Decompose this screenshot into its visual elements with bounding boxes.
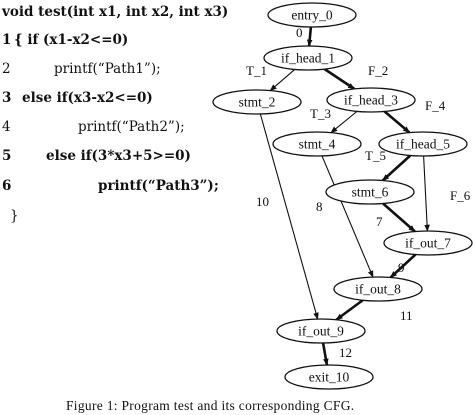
cfg-edge-label: 11 [400, 308, 413, 323]
cfg-node-label: exit_10 [309, 370, 350, 385]
cfg-node-label: if_head_5 [396, 137, 450, 152]
cfg-node-label: if_head_1 [281, 51, 335, 66]
cfg-node-stmt_6: stmt_6 [325, 179, 415, 205]
cfg-node-stmt_4: stmt_4 [272, 131, 362, 157]
cfg-node-label: if_out_8 [355, 282, 401, 297]
cfg-node-ellipse [212, 89, 302, 115]
cfg-node-label: entry_0 [291, 8, 332, 23]
cfg-edge-label: T_3 [310, 106, 331, 121]
cfg-edge-label: F_4 [425, 98, 446, 113]
cfg-edge-label: 7 [376, 214, 383, 229]
cfg-node-exit_10: exit_10 [284, 364, 374, 390]
code-line-number: 6 [2, 178, 11, 194]
cfg-node-if_out_8: if_out_8 [333, 276, 423, 302]
cfg-node-ellipse [325, 179, 415, 205]
cfg-node-entry_0: entry_0 [267, 2, 357, 28]
code-line-number: 5 [2, 148, 11, 164]
cfg-edges [259, 26, 430, 366]
cfg-edge-if_out_8-if_out_9 [335, 299, 364, 321]
cfg-node-ellipse [378, 131, 468, 157]
cfg-edge-if_head_5-stmt_6 [381, 154, 412, 182]
cfg-node-label: if_head_3 [344, 93, 398, 108]
code-line-number: 2 [2, 61, 11, 77]
cfg-edge-entry_0-if_head_1 [306, 26, 313, 47]
cfg-edge-label: F_6 [450, 188, 471, 203]
cfg-edge-stmt_2-if_out_9 [259, 113, 319, 320]
cfg-nodes: entry_0 if_head_1 stmt_2 if_head_3 stmt_4 if_… [212, 2, 473, 390]
cfg-node-if_out_7: if_out_7 [383, 230, 473, 256]
cfg-edge-stmt_6-if_out_7 [382, 202, 416, 233]
figure-caption: Figure 1: Program test and its correspon… [66, 398, 354, 413]
cfg-node-ellipse [333, 276, 423, 302]
cfg-edge-label: F_2 [368, 63, 388, 78]
code-closing-brace: } [10, 208, 19, 224]
cfg-node-ellipse [276, 318, 366, 344]
cfg-edge-labels: 0T_1 F_2T_3 F_4T_5F_6 7 9 8 11 10 12 [246, 25, 471, 360]
cfg-node-label: stmt_6 [352, 185, 389, 200]
cfg-edge-if_out_7-if_out_8 [389, 253, 417, 279]
cfg-node-if_head_1: if_head_1 [263, 45, 353, 71]
cfg-edge-label: 9 [398, 260, 405, 275]
code-line-text: else if(x3-x2<=0) [22, 90, 153, 106]
cfg-edge-label: 8 [316, 199, 323, 214]
source-code: void test(int x1, int x2, int x3) 1 { if… [1, 4, 228, 224]
cfg-node-if_head_3: if_head_3 [326, 87, 416, 113]
cfg-edge-label: 12 [339, 345, 352, 360]
cfg-node-stmt_2: stmt_2 [212, 89, 302, 115]
code-line-text: printf(“Path2”); [78, 119, 185, 135]
cfg-edge-if_head_1-stmt_2 [269, 69, 296, 92]
cfg-edge-label: T_1 [246, 63, 267, 78]
cfg-node-if_out_9: if_out_9 [276, 318, 366, 344]
cfg-node-ellipse [284, 364, 374, 390]
cfg-edge-if_head_3-if_head_5 [383, 110, 411, 134]
cfg-node-ellipse [263, 45, 353, 71]
cfg-node-ellipse [272, 131, 362, 157]
code-line-text: { if (x1-x2<=0) [14, 32, 128, 48]
cfg-node-label: if_out_7 [405, 236, 451, 251]
code-line-text: else if(3*x3+5>=0) [46, 148, 191, 164]
cfg-edge-if_head_3-stmt_4 [330, 110, 358, 134]
cfg-edge-label: 0 [296, 25, 303, 40]
cfg-node-if_head_5: if_head_5 [378, 131, 468, 157]
cfg-node-label: stmt_2 [239, 95, 276, 110]
code-line-text: printf(“Path1”); [54, 61, 161, 77]
cfg-edge-if_head_1-if_head_3 [323, 68, 356, 90]
code-line-number: 1 [2, 32, 11, 48]
cfg-edge-label: T_5 [365, 148, 386, 163]
cfg-node-label: if_out_9 [298, 324, 344, 339]
cfg-edge-if_head_5-if_out_7 [423, 155, 430, 232]
cfg-node-ellipse [383, 230, 473, 256]
cfg-edge-if_out_9-exit_10 [321, 342, 329, 366]
cfg-node-ellipse [326, 87, 416, 113]
code-line-text: printf(“Path3”); [98, 178, 219, 194]
code-signature: void test(int x1, int x2, int x3) [1, 4, 228, 20]
cfg-node-label: stmt_4 [299, 137, 336, 152]
cfg-edge-stmt_4-if_out_8 [321, 155, 374, 278]
cfg-node-ellipse [267, 2, 357, 28]
cfg-edge-label: 10 [256, 194, 269, 209]
code-line-number: 4 [2, 119, 11, 135]
code-line-number: 3 [2, 90, 11, 106]
